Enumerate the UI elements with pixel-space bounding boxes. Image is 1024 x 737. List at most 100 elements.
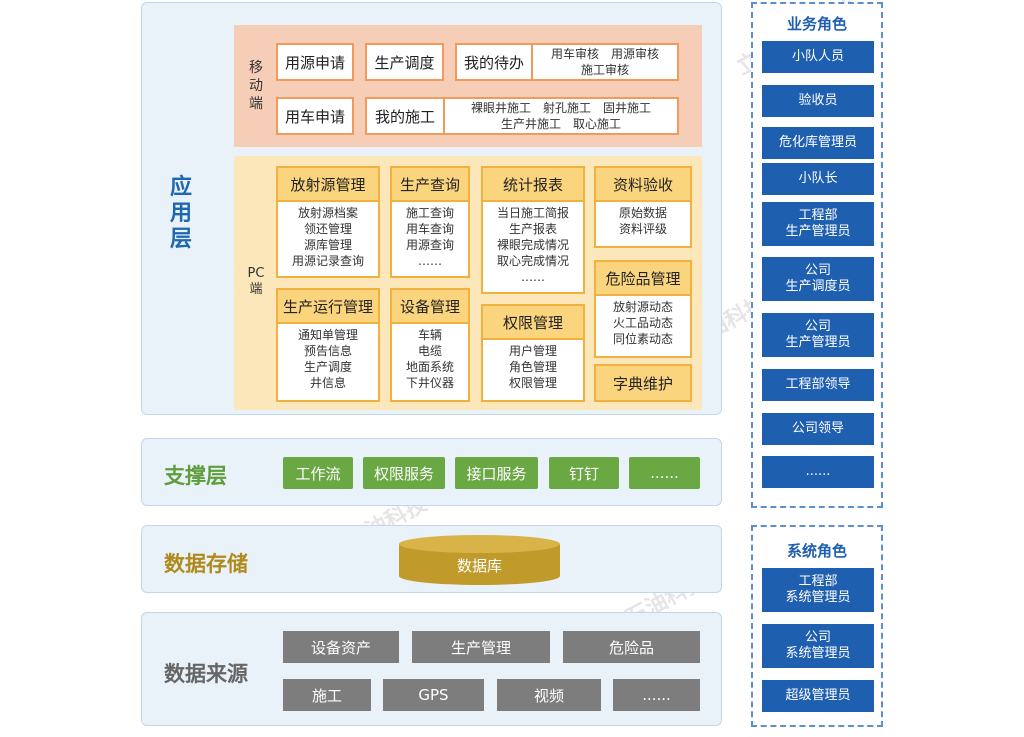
card-item: ……	[521, 270, 545, 284]
card-item: 当日施工简报	[496, 206, 569, 220]
source-layer-title: 数据来源	[164, 662, 248, 686]
card-item: 电缆	[417, 344, 442, 358]
source-equipment-assets: 设备资产	[283, 631, 399, 663]
mobile-todo-detail: 用车审核 用源审核 施工审核	[531, 43, 679, 81]
card-item: 生产调度	[303, 360, 352, 374]
card-item: 用源记录查询	[291, 254, 364, 268]
system-roles-panel: 系统角色 工程部 系统管理员 公司 系统管理员 超级管理员	[751, 525, 883, 727]
source-video: 视频	[497, 679, 601, 711]
card-permission: 权限管理 用户管理 角色管理 权限管理	[481, 304, 585, 402]
mobile-box-dispatch: 生产调度	[365, 43, 444, 81]
mobile-box-todo: 我的待办	[455, 43, 533, 81]
card-title: 生产运行管理	[278, 290, 378, 324]
mobile-label: 移动端	[249, 60, 263, 112]
card-item: 施工查询	[405, 206, 454, 220]
support-layer: 支撑层 工作流 权限服务 接口服务 钉钉 ......	[141, 438, 722, 506]
card-item: 放射源档案	[297, 206, 358, 220]
card-data-acceptance: 资料验收 原始数据 资料评级	[594, 166, 692, 248]
card-item: 通知单管理	[297, 328, 358, 342]
role-team-leader: 小队长	[762, 163, 874, 195]
card-title: 资料验收	[596, 168, 690, 202]
card-item: 下井仪器	[405, 376, 454, 390]
card-dictionary: 字典维护	[594, 364, 692, 402]
mobile-construction-detail: 裸眼井施工 射孔施工 固井施工 生产井施工 取心施工	[443, 97, 679, 135]
pc-label: PC端	[247, 266, 265, 297]
card-item: 车辆	[417, 328, 442, 342]
role-engineering-system-admin: 工程部 系统管理员	[762, 568, 874, 612]
role-company-production-manager: 公司 生产管理员	[762, 313, 874, 357]
card-item: 生产报表	[508, 222, 557, 236]
card-item: 火工品动态	[612, 316, 673, 330]
storage-layer: 数据存储 数据库	[141, 525, 722, 593]
card-item: 井信息	[309, 376, 346, 390]
card-item: 角色管理	[508, 360, 557, 374]
card-item: 用车查询	[405, 222, 454, 236]
role-hazmat-warehouse-admin: 危化库管理员	[762, 127, 874, 159]
card-item: 源库管理	[303, 238, 352, 252]
card-item: 取心完成情况	[496, 254, 569, 268]
card-statistics-report: 统计报表 当日施工简报 生产报表 裸眼完成情况 取心完成情况 ……	[481, 166, 585, 294]
card-item: 原始数据	[618, 206, 667, 220]
role-engineering-leader: 工程部领导	[762, 369, 874, 401]
storage-layer-title: 数据存储	[164, 552, 248, 576]
mobile-panel: 移动端 用源申请 生产调度 我的待办 用车审核 用源审核 施工审核 用车申请 我…	[234, 25, 702, 147]
mobile-box-source-request: 用源申请	[276, 43, 354, 81]
support-permission-service: 权限服务	[363, 457, 445, 489]
construction-detail-line: 裸眼井施工 射孔施工 固井施工	[470, 101, 651, 115]
database-label: 数据库	[457, 557, 502, 575]
role-company-system-admin: 公司 系统管理员	[762, 624, 874, 668]
support-more: ......	[629, 457, 700, 489]
card-production-query: 生产查询 施工查询 用车查询 用源查询 ……	[390, 166, 470, 278]
card-item: 领还管理	[303, 222, 352, 236]
role-super-admin: 超级管理员	[762, 680, 874, 712]
card-item: 预告信息	[303, 344, 352, 358]
support-interface-service: 接口服务	[455, 457, 538, 489]
card-title: 危险品管理	[596, 262, 690, 296]
source-gps: GPS	[383, 679, 484, 711]
role-team-member: 小队人员	[762, 41, 874, 73]
mobile-box-my-construction: 我的施工	[365, 97, 445, 135]
todo-detail-line: 用车审核 用源审核	[550, 47, 659, 61]
support-dingtalk: 钉钉	[549, 457, 619, 489]
card-hazardous-goods: 危险品管理 放射源动态 火工品动态 同位素动态	[594, 260, 692, 358]
card-item: 放射源动态	[612, 300, 673, 314]
card-item: 裸眼完成情况	[496, 238, 569, 252]
application-layer: 应用层 移动端 用源申请 生产调度 我的待办 用车审核 用源审核 施工审核 用车…	[141, 2, 722, 415]
card-title: 生产查询	[392, 168, 468, 202]
source-more: ......	[613, 679, 700, 711]
source-layer: 数据来源 设备资产 生产管理 危险品 施工 GPS 视频 ......	[141, 612, 722, 726]
pc-panel: PC端 放射源管理 放射源档案 领还管理 源库管理 用源记录查询 生产查询 施工…	[234, 156, 702, 410]
card-item: 资料评级	[618, 222, 667, 236]
support-layer-title: 支撑层	[164, 464, 227, 488]
system-roles-title: 系统角色	[786, 542, 847, 560]
application-layer-title: 应用层	[169, 175, 192, 252]
role-company-production-dispatcher: 公司 生产调度员	[762, 257, 874, 301]
card-item: 权限管理	[508, 376, 557, 390]
todo-detail-line: 施工审核	[580, 63, 629, 77]
source-construction: 施工	[283, 679, 371, 711]
card-equipment: 设备管理 车辆 电缆 地面系统 下井仪器	[390, 288, 470, 402]
card-title: 设备管理	[392, 290, 468, 324]
card-title: 权限管理	[483, 306, 583, 340]
card-item: ……	[418, 254, 442, 268]
business-roles-panel: 业务角色 小队人员 验收员 危化库管理员 小队长 工程部 生产管理员 公司 生产…	[751, 2, 883, 508]
mobile-box-vehicle-request: 用车申请	[276, 97, 354, 135]
business-roles-title: 业务角色	[786, 15, 847, 33]
card-item: 地面系统	[405, 360, 454, 374]
role-company-leader: 公司领导	[762, 413, 874, 445]
card-item: 同位素动态	[612, 332, 673, 346]
role-engineering-production-manager: 工程部 生产管理员	[762, 202, 874, 246]
source-hazardous-goods: 危险品	[563, 631, 700, 663]
card-item: 用源查询	[405, 238, 454, 252]
card-title: 统计报表	[483, 168, 583, 202]
card-production-operation: 生产运行管理 通知单管理 预告信息 生产调度 井信息	[276, 288, 380, 402]
role-inspector: 验收员	[762, 85, 874, 117]
construction-detail-line: 生产井施工 取心施工	[500, 117, 621, 131]
role-more: ......	[762, 456, 874, 488]
support-workflow: 工作流	[283, 457, 353, 489]
database-icon: 数据库	[399, 535, 560, 585]
card-radioactive-source: 放射源管理 放射源档案 领还管理 源库管理 用源记录查询	[276, 166, 380, 278]
source-production-management: 生产管理	[412, 631, 550, 663]
card-item: 用户管理	[508, 344, 557, 358]
card-title: 放射源管理	[278, 168, 378, 202]
